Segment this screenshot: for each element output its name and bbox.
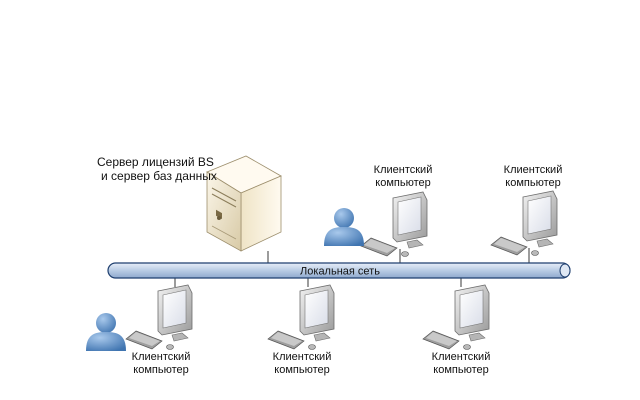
- client-label: Клиентский компьютер: [498, 164, 568, 190]
- user-icon: [86, 313, 126, 351]
- server-label-line2: и сервер баз данных: [101, 169, 217, 183]
- workstation-icon: [490, 190, 558, 256]
- drop-lines: [174, 248, 530, 287]
- server-label-line1: Сервер лицензий BS: [97, 155, 214, 169]
- workstation-icon: [360, 191, 428, 257]
- client-label: Клиентский компьютер: [126, 351, 196, 377]
- workstation-icon: [125, 284, 193, 350]
- client-label-line2: компьютер: [274, 364, 330, 376]
- client-label: Клиентский компьютер: [267, 351, 337, 377]
- network-bus: [107, 262, 571, 279]
- client-label: Клиентский компьютер: [426, 351, 496, 377]
- client-label-line1: Клиентский: [272, 351, 332, 363]
- client-label: Клиентский компьютер: [368, 164, 438, 190]
- user-icon: [324, 208, 364, 246]
- client-label-line1: Клиентский: [431, 351, 491, 363]
- client-label-line2: компьютер: [375, 177, 431, 189]
- server-tower-icon: [206, 155, 282, 252]
- client-label-line2: компьютер: [133, 364, 189, 376]
- workstation-icon: [267, 284, 335, 350]
- client-label-line2: компьютер: [505, 177, 561, 189]
- client-label-line1: Клиентский: [373, 164, 433, 176]
- client-label-line1: Клиентский: [131, 351, 191, 363]
- server-label: Сервер лицензий BS и сервер баз данных: [97, 155, 217, 183]
- client-label-line1: Клиентский: [503, 164, 563, 176]
- network-label: Локальная сеть: [300, 266, 380, 278]
- workstation-icon: [422, 284, 490, 350]
- client-label-line2: компьютер: [433, 364, 489, 376]
